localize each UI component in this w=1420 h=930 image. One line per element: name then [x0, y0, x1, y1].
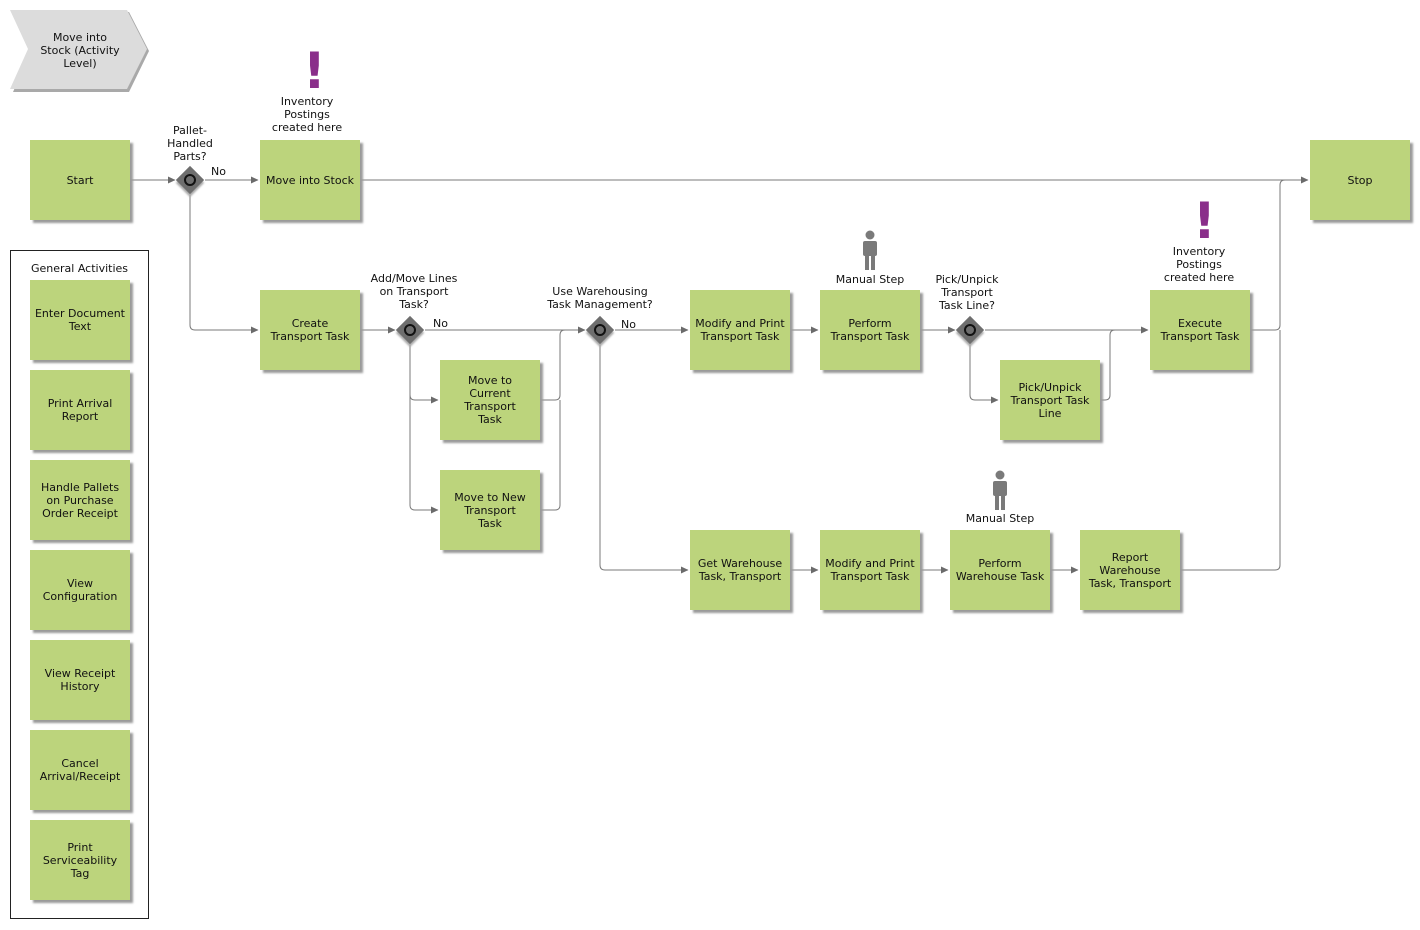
exclamation-icon: !: [1193, 192, 1216, 250]
get-warehouse-node[interactable]: Get Warehouse Task, Transport: [690, 530, 790, 610]
general-activity-item[interactable]: Handle Pallets on Purchase Order Receipt: [30, 460, 130, 540]
general-activity-item[interactable]: View Configuration: [30, 550, 130, 630]
manual-step-label-2: Manual Step: [965, 512, 1035, 525]
manual-step-label-1: Manual Step: [835, 273, 905, 286]
general-activity-item[interactable]: Print Serviceability Tag: [30, 820, 130, 900]
stop-node[interactable]: Stop: [1310, 140, 1410, 220]
move-into-stock-node[interactable]: Move into Stock: [260, 140, 360, 220]
gateway-warehousing-question: Use Warehousing Task Management?: [547, 285, 653, 311]
general-activity-item[interactable]: View Receipt History: [30, 640, 130, 720]
gateway-pallet-question: Pallet- Handled Parts?: [167, 124, 213, 163]
modify-print-node-1[interactable]: Modify and Print Transport Task: [690, 290, 790, 370]
process-chevron: [10, 10, 149, 92]
edge-addmove-current: [409, 345, 439, 404]
gateway-addmove-question: Add/Move Lines on Transport Task?: [370, 272, 458, 311]
gateway-pallet-no-label: No: [211, 165, 226, 178]
create-transport-task-node[interactable]: Create Transport Task: [260, 290, 360, 370]
start-node[interactable]: Start: [30, 140, 130, 220]
person-icon: [993, 470, 1007, 510]
gateway-pickunpick-question: Pick/Unpick Transport Task Line?: [935, 273, 999, 312]
edge-pickline-merge: [1100, 329, 1116, 401]
perform-warehouse-node[interactable]: Perform Warehouse Task: [950, 530, 1050, 610]
perform-transport-node[interactable]: Perform Transport Task: [820, 290, 920, 370]
general-activity-item[interactable]: Enter Document Text: [30, 280, 130, 360]
general-activity-item[interactable]: Print Arrival Report: [30, 370, 130, 450]
edge-execute-stop: [1250, 179, 1286, 331]
edge-gateway-create: [189, 195, 259, 334]
gateway-warehousing-no-label: No: [621, 318, 636, 331]
move-to-current-node[interactable]: Move to Current Transport Task: [440, 360, 540, 440]
edge-pickgw-pickline: [969, 345, 999, 404]
edge-report-stop: [1180, 330, 1281, 571]
execute-transport-node[interactable]: Execute Transport Task: [1150, 290, 1250, 370]
report-warehouse-node[interactable]: Report Warehouse Task, Transport: [1080, 530, 1180, 610]
inventory-note-1: Inventory Postings created here: [271, 95, 343, 134]
edge-warehousing-get: [599, 345, 689, 574]
general-activities-title: General Activities: [30, 262, 129, 275]
inventory-note-2: Inventory Postings created here: [1163, 245, 1235, 284]
process-title: Move into Stock (Activity Level): [40, 31, 120, 70]
general-activity-item[interactable]: Cancel Arrival/Receipt: [30, 730, 130, 810]
edge-addmove-new: [409, 395, 439, 514]
modify-print-node-2[interactable]: Modify and Print Transport Task: [820, 530, 920, 610]
person-icon: [863, 230, 877, 270]
exclamation-icon: !: [303, 42, 326, 100]
gateway-addmove-no-label: No: [433, 317, 448, 330]
pick-unpick-line-node[interactable]: Pick/Unpick Transport Task Line: [1000, 360, 1100, 440]
edge-new-merge: [540, 400, 561, 511]
edge-current-merge: [540, 329, 566, 401]
move-to-new-node[interactable]: Move to New Transport Task: [440, 470, 540, 550]
